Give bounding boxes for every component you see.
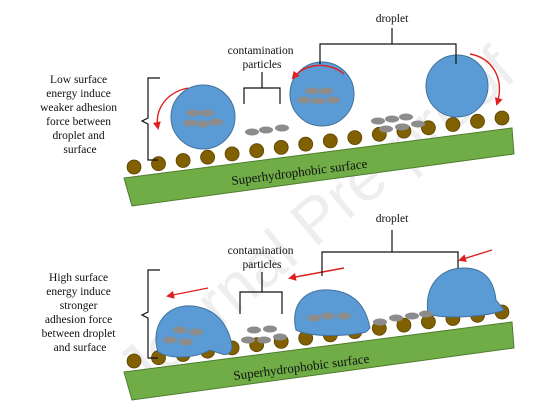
surface-bead: [298, 136, 314, 152]
particle: [186, 109, 200, 117]
rolling-arrow-2: [291, 64, 345, 80]
force-arrow-3: [458, 249, 493, 263]
particle: [173, 326, 187, 334]
force-arrow-2: [288, 267, 345, 281]
surface-bead: [396, 317, 412, 333]
rolling-arrow-1: [152, 87, 189, 130]
particle: [326, 96, 340, 104]
panel-high-energy: Superhydrophobic surface High surface en…: [42, 213, 515, 401]
description-text: Low surface energy induce weaker adhesio…: [40, 74, 120, 156]
particle: [411, 120, 425, 128]
surface-bead: [224, 146, 240, 162]
description-text: High surface energy induce stronger adhe…: [42, 272, 119, 354]
particle: [319, 87, 333, 95]
rolling-arrow-3: [469, 53, 503, 106]
surface-bead: [249, 143, 265, 159]
particle: [419, 310, 433, 318]
particle: [297, 96, 311, 104]
particle: [307, 314, 321, 322]
contamination-bracket: [239, 272, 283, 314]
particle: [311, 97, 325, 105]
particle: [395, 123, 409, 131]
particle: [247, 326, 261, 334]
surface-slab: [123, 127, 515, 207]
particle: [196, 120, 210, 128]
pinned-droplet-3: [426, 267, 505, 318]
surface-bead: [470, 113, 485, 129]
surface-bead: [126, 353, 142, 369]
contamination-label: contamination particles: [228, 45, 297, 71]
particle: [179, 338, 193, 346]
particle: [259, 126, 273, 134]
particle: [241, 336, 255, 344]
particle: [389, 314, 403, 322]
particle: [405, 312, 419, 320]
surface-bead: [273, 139, 289, 155]
droplet-label: droplet: [376, 213, 409, 225]
panel-low-energy: Superhydrophobic surface Low surface ene…: [40, 13, 515, 207]
particle: [373, 318, 387, 326]
particle: [209, 118, 223, 126]
surface-slab: [123, 321, 515, 401]
particle: [200, 109, 214, 117]
droplet-label: droplet: [376, 13, 409, 25]
surface-bead: [347, 130, 363, 146]
droplet-bracket: [321, 230, 459, 276]
surface-bead: [494, 110, 510, 126]
surface-bead: [151, 156, 166, 172]
particle: [305, 87, 319, 95]
contamination-label: contamination particles: [228, 245, 297, 271]
particle: [245, 128, 259, 136]
contamination-particles: [183, 87, 425, 136]
particle: [189, 328, 203, 336]
contamination-particles: [163, 310, 433, 346]
surface-bead: [322, 133, 338, 149]
surface-bead: [126, 159, 142, 175]
droplet-bracket: [319, 28, 457, 64]
droplet-1: [170, 84, 236, 150]
left-brace: [140, 269, 160, 359]
droplet-2: [289, 61, 355, 127]
particle: [163, 336, 177, 344]
particle: [273, 333, 287, 341]
surface-bead: [445, 117, 461, 132]
particle: [337, 312, 351, 320]
particle: [379, 125, 393, 133]
particle: [275, 124, 289, 132]
particle: [257, 336, 271, 344]
droplet-3: [425, 54, 489, 118]
force-arrow-1: [166, 287, 209, 299]
particle: [263, 325, 277, 333]
particle: [399, 113, 413, 121]
particle: [371, 117, 385, 125]
contamination-bracket: [243, 72, 281, 104]
surface-bead: [200, 149, 216, 165]
particle: [321, 312, 335, 320]
particle: [183, 119, 197, 127]
left-brace: [140, 77, 160, 161]
surface-bead: [175, 153, 191, 168]
pinned-droplet-2: [294, 289, 371, 336]
particle: [385, 115, 399, 123]
